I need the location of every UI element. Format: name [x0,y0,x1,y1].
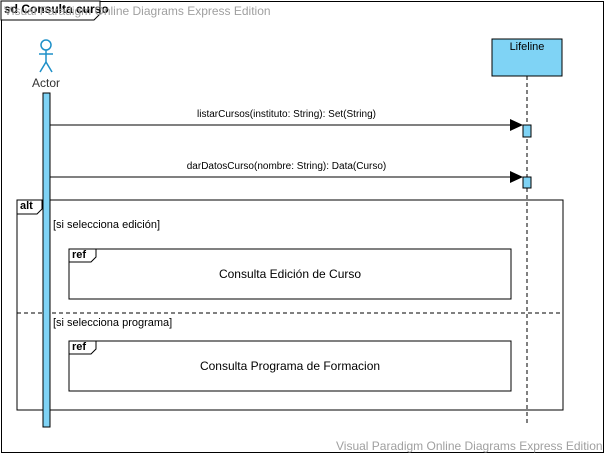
watermark-bottom: Visual Paradigm Online Diagrams Express … [336,439,603,453]
ref-2-text: Consulta Programa de Formacion [199,359,381,373]
lifeline-activation-1[interactable] [522,124,532,138]
actor-label: Actor [32,76,61,90]
actor-icon[interactable] [39,39,53,73]
ref-2-tag-label: ref [72,341,87,353]
lifeline-label: Lifeline [509,41,545,53]
ref-fragment-2[interactable] [68,340,512,392]
alt-fragment[interactable] [16,199,564,411]
frame-label: sd Consulta curso [4,2,109,16]
lifeline-header[interactable] [491,38,563,77]
ref-fragment-2-tag-shape [68,340,97,355]
alt-guard-2: [si selecciona programa] [53,317,173,329]
ref-1-tag-label: ref [72,249,87,261]
ref-1-text: Consulta Edición de Curso [218,267,362,281]
message-1-label: listarCursos(instituto: String): Set(Str… [197,109,376,120]
ref-fragment-1-tag-shape [68,248,97,263]
alt-fragment-tag-shape [16,199,43,215]
lifeline-activation-2[interactable] [522,176,532,189]
message-2-arrowhead-icon [510,171,523,183]
watermark-top: Visual Paradigm Online Diagrams Express … [4,4,271,18]
message-1-arrowhead-icon [510,119,523,131]
message-2-label: darDatosCurso(nombre: String): Data(Curs… [186,161,387,172]
alt-guard-1: [si selecciona edición] [53,219,161,231]
ref-fragment-1[interactable] [68,248,512,300]
frame-tag-shape [0,0,101,21]
alt-tag-label: alt [20,200,33,212]
actor-activation-bar-overlay [42,92,51,428]
